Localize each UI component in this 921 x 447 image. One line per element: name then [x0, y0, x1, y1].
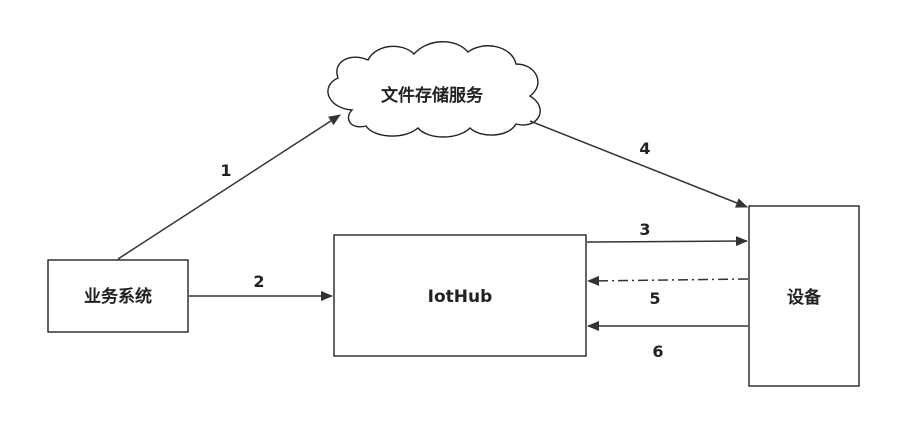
file-storage-label: 文件存储服务: [381, 85, 484, 106]
edge-4-arrow: [529, 120, 748, 208]
iothub-node: IotHub: [333, 234, 587, 357]
edge-4: 4: [529, 120, 748, 208]
device-label: 设备: [787, 287, 822, 308]
business-system-node: 业务系统: [47, 259, 189, 333]
edge-5: 5: [587, 275, 749, 308]
file-storage-node: 文件存储服务: [327, 41, 541, 138]
edge-6-label: 6: [652, 342, 663, 361]
edge-6: 6: [587, 321, 748, 361]
edge-1-label: 1: [220, 161, 231, 180]
edge-3-label: 3: [639, 220, 650, 239]
device-node: 设备: [748, 205, 860, 387]
edge-3: 3: [586, 220, 748, 247]
edge-1: 1: [117, 114, 341, 260]
cloud-shape: [327, 41, 541, 138]
edge-2: 2: [189, 272, 333, 301]
edge-1-arrow: [117, 114, 341, 260]
business-system-box: [47, 259, 189, 333]
device-box: [748, 205, 860, 387]
edge-3-arrow: [586, 236, 748, 247]
edge-4-label: 4: [639, 139, 650, 158]
iothub-label: IotHub: [428, 287, 493, 307]
edge-5-arrow: [587, 275, 749, 286]
business-system-label: 业务系统: [84, 286, 152, 307]
edge-5-label: 5: [649, 289, 660, 308]
edge-2-label: 2: [253, 272, 264, 291]
iothub-box: [333, 234, 587, 357]
